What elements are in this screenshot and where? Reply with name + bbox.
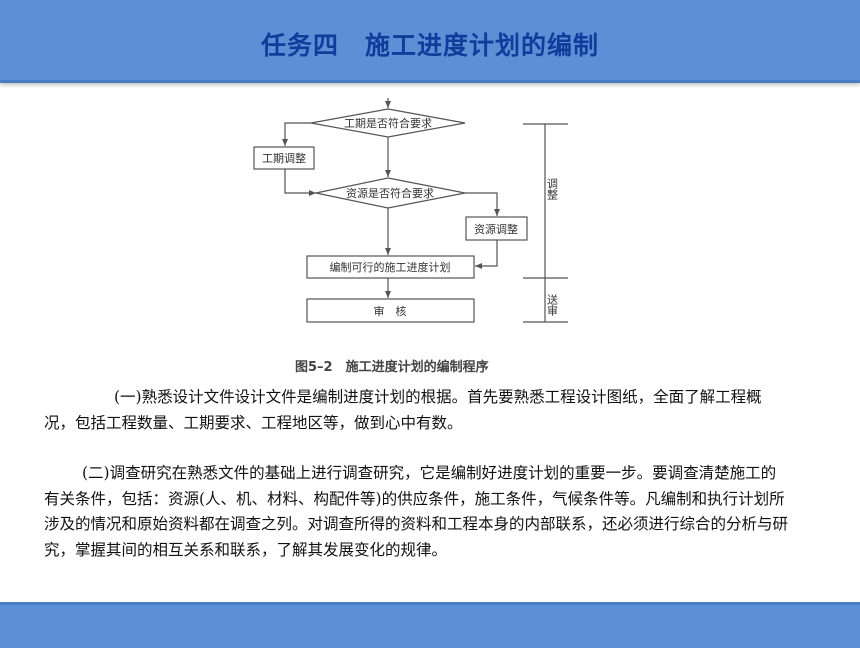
paragraph-1: (一)熟悉设计文件设计文件是编制进度计划的根据。首先要熟悉工程设计图纸，全面了解… <box>44 388 762 432</box>
adjust-side-label: 调整 <box>546 178 559 200</box>
paragraph-2: (二)调查研究在熟悉文件的基础上进行调查研究，它是编制好进度计划的重要一步。要调… <box>44 464 789 559</box>
flowchart: 工期是否符合要求 工期调整 资源是否符合要求 资源调整 编制可行的施工进度计划 … <box>253 98 568 323</box>
to-duration-adjust-arrow <box>282 122 311 146</box>
footer-bar <box>0 602 860 648</box>
duration-adjust-box <box>253 146 315 170</box>
compile-box <box>306 255 475 279</box>
duration-adjust-label: 工期调整 <box>262 151 306 165</box>
submit-side-label: 送审 <box>546 293 559 316</box>
review-box <box>306 298 475 323</box>
header-bar: 任务四 施工进度计划的编制 <box>0 0 860 83</box>
page-title: 任务四 施工进度计划的编制 <box>260 31 599 60</box>
compile-label: 编制可行的施工进度计划 <box>330 260 451 274</box>
figure-caption: 图5–2 施工进度计划的编制程序 <box>295 360 489 375</box>
duration-adjust-to-resource-arrow <box>284 169 316 196</box>
duration-check-label: 工期是否符合要求 <box>344 116 432 130</box>
review-label: 审 核 <box>374 304 407 318</box>
resource-adjust-label: 资源调整 <box>474 222 518 236</box>
to-resource-adjust-arrow <box>465 192 500 216</box>
resource-adjust-to-compile-arrow <box>475 240 498 269</box>
resource-check-label: 资源是否符合要求 <box>346 186 434 200</box>
